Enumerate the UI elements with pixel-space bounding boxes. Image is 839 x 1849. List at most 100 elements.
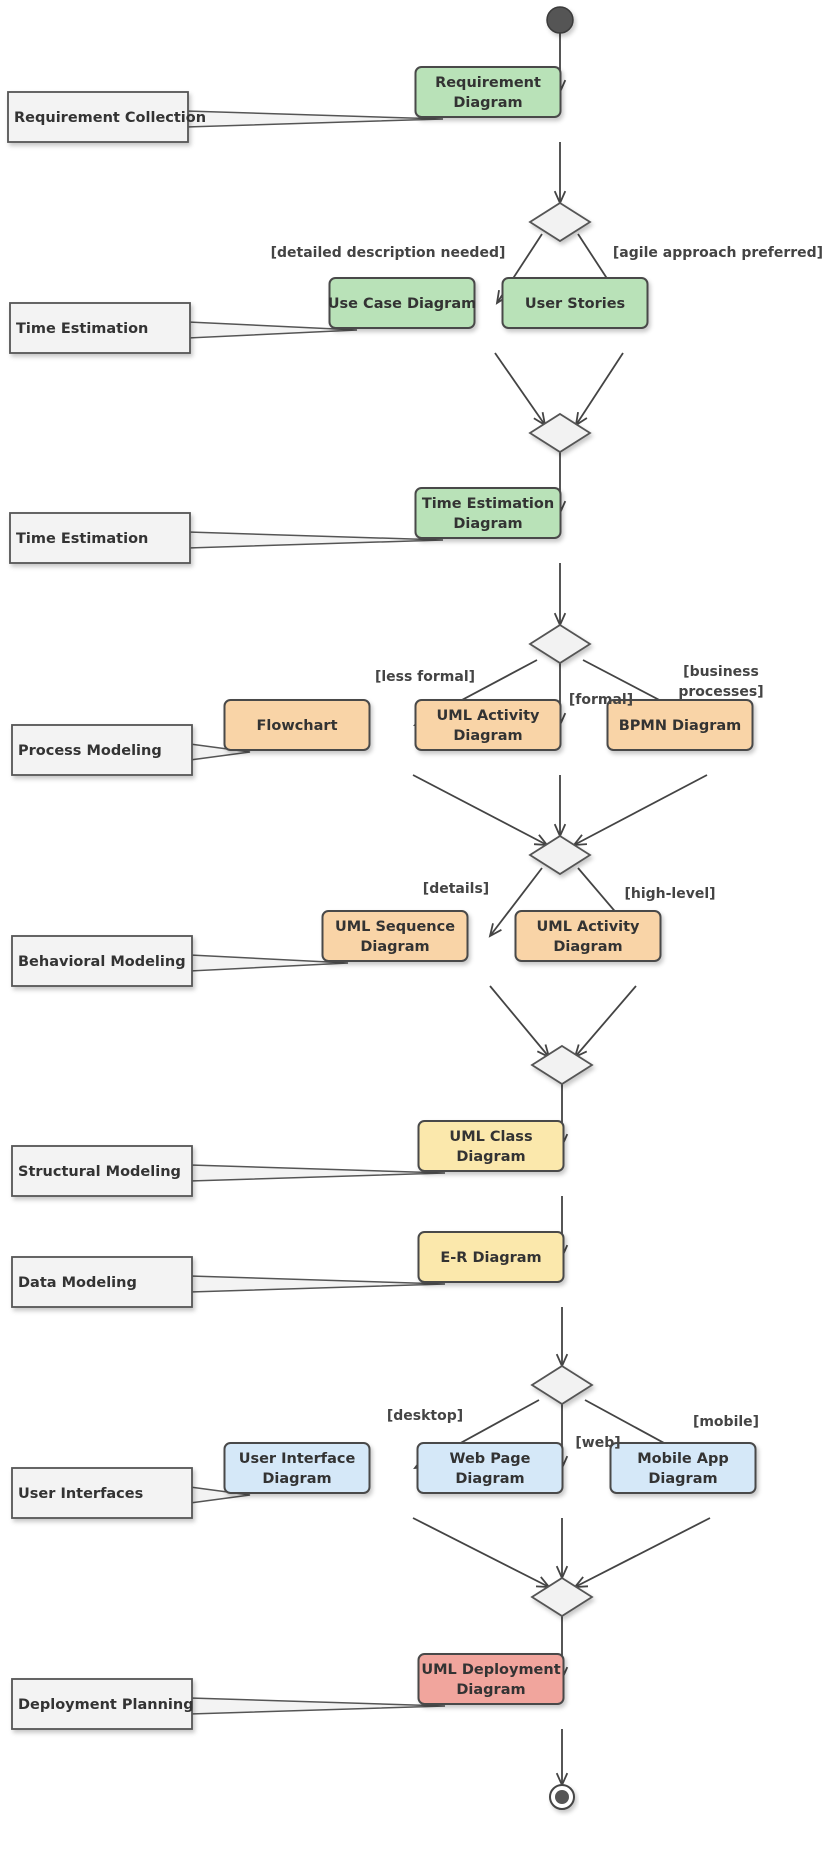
- activity-label: Diagram: [453, 728, 522, 744]
- activity-label: Diagram: [456, 1682, 525, 1698]
- activity-label: UML Activity: [536, 919, 640, 935]
- flow-edge: [412, 774, 549, 847]
- guard-label: [less formal]: [375, 669, 475, 685]
- guard-label: [agile approach preferred]: [613, 245, 823, 261]
- user-stories[interactable]: User Stories: [501, 277, 649, 329]
- guard-mobile: [mobile]: [693, 1414, 759, 1430]
- flow-edge: [494, 352, 547, 427]
- note-label: Structural Modeling: [18, 1164, 181, 1180]
- note-label: Process Modeling: [18, 743, 162, 759]
- guard-desktop: [desktop]: [387, 1408, 463, 1424]
- activity-label: User Interface: [239, 1451, 356, 1467]
- bpmn-diagram[interactable]: BPMN Diagram: [606, 699, 754, 751]
- flow-edge: [412, 1517, 551, 1588]
- guard-high-level: [high-level]: [624, 886, 715, 902]
- activity-label: UML Deployment: [421, 1662, 560, 1678]
- arrowhead: [574, 412, 588, 427]
- merge-1: [528, 412, 592, 454]
- flow-edge: [489, 985, 551, 1059]
- guard-agile: [agile approach preferred]: [613, 245, 823, 261]
- activity-label: UML Sequence: [335, 919, 455, 935]
- activity-label: Diagram: [360, 939, 429, 955]
- activity-label: Diagram: [262, 1471, 331, 1487]
- note-label: Time Estimation: [16, 531, 148, 547]
- note-data-modeling: Data Modeling: [11, 1256, 446, 1308]
- activity-label: User Stories: [525, 296, 625, 312]
- activity-label: Time Estimation: [422, 496, 554, 512]
- guard-label: [detailed description needed]: [271, 245, 506, 261]
- activity-label: Diagram: [456, 1149, 525, 1165]
- guard-details: [details]: [423, 881, 489, 897]
- note-label: Behavioral Modeling: [18, 954, 186, 970]
- note-user-interfaces: User Interfaces: [11, 1467, 251, 1519]
- flow-edge: [573, 985, 637, 1059]
- er-diagram[interactable]: E-R Diagram: [417, 1231, 565, 1283]
- flow-edge: [573, 1517, 711, 1589]
- flow-edge: [574, 352, 624, 427]
- activity-label: Diagram: [648, 1471, 717, 1487]
- activity-label: Web Page: [450, 1451, 531, 1467]
- guard-label: [desktop]: [387, 1408, 463, 1424]
- guard-less-formal: [less formal]: [375, 669, 475, 685]
- activity-label: Diagram: [453, 95, 522, 111]
- guard-label: [business: [683, 664, 759, 680]
- guard-label: [high-level]: [624, 886, 715, 902]
- decision-2: [528, 623, 592, 665]
- guard-conditions: [detailed description needed] [agile appr…: [271, 245, 823, 1451]
- activity-label: UML Class: [449, 1129, 532, 1145]
- note-label: Requirement Collection: [14, 110, 206, 126]
- note-label: Deployment Planning: [18, 1697, 194, 1713]
- merge-2: [528, 834, 592, 876]
- merge-4: [530, 1576, 594, 1618]
- activity-label: Diagram: [455, 1471, 524, 1487]
- flow-edge: [572, 774, 708, 847]
- final-node: [549, 1784, 575, 1810]
- arrowhead: [533, 412, 547, 427]
- arrowhead: [488, 923, 502, 938]
- activity-label: Diagram: [553, 939, 622, 955]
- note-label: Data Modeling: [18, 1275, 137, 1291]
- activity-label: E-R Diagram: [440, 1250, 541, 1266]
- flow-edge: [488, 867, 543, 938]
- note-structural-modeling: Structural Modeling: [11, 1145, 446, 1197]
- flow-edge: [553, 563, 567, 628]
- flow-edge: [553, 142, 567, 206]
- use-case-diagram[interactable]: Use Case Diagram: [328, 277, 476, 329]
- note-requirement-collection: Requirement Collection: [7, 91, 444, 143]
- guard-web: [web]: [575, 1435, 620, 1451]
- guard-label: [mobile]: [693, 1414, 759, 1430]
- activity-label: Use Case Diagram: [328, 296, 476, 312]
- note-time-estimation-1: Time Estimation: [9, 302, 358, 354]
- activity-label: UML Activity: [436, 708, 540, 724]
- flowchart[interactable]: Flowchart: [223, 699, 371, 751]
- guard-formal: [formal]: [569, 692, 633, 708]
- note-label: User Interfaces: [18, 1486, 143, 1502]
- decision-1: [528, 201, 592, 243]
- activity-label: Diagram: [453, 516, 522, 532]
- note-process-modeling: Process Modeling: [11, 724, 251, 776]
- merge-3: [530, 1044, 594, 1086]
- note-time-estimation-2: Time Estimation: [9, 512, 444, 564]
- activity-label: Requirement: [435, 75, 541, 91]
- flow-edge: [553, 775, 567, 839]
- flow-edge: [555, 1518, 569, 1581]
- guard-business: [business processes]: [678, 664, 763, 700]
- flow-edge: [555, 1307, 569, 1369]
- guard-label: [formal]: [569, 692, 633, 708]
- guard-label: processes]: [678, 684, 763, 700]
- initial-node: [546, 6, 574, 34]
- guard-label: [details]: [423, 881, 489, 897]
- note-behavioral-modeling: Behavioral Modeling: [11, 935, 349, 987]
